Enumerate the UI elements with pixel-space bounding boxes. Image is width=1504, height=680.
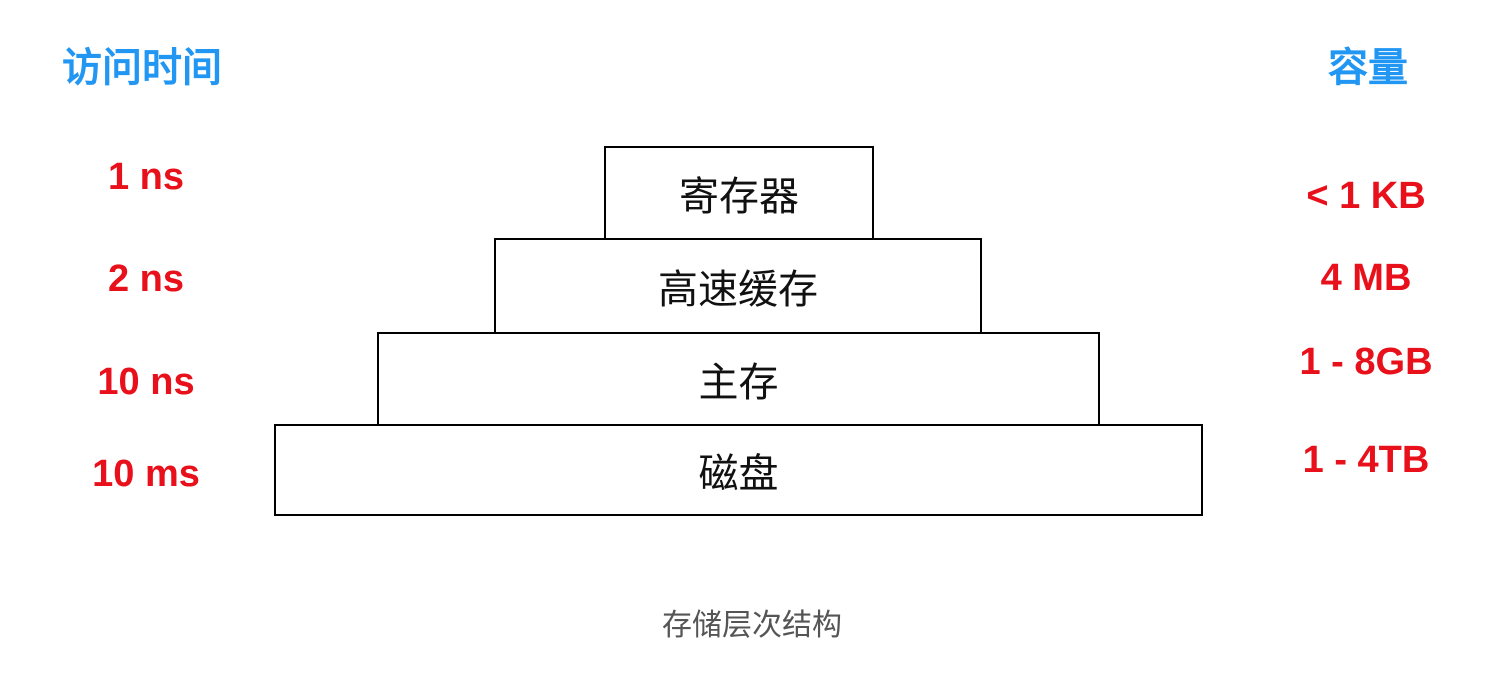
capacity-register: < 1 KB xyxy=(1306,175,1426,217)
pyramid-level-register: 寄存器 xyxy=(604,146,874,240)
level-label-main-memory: 主存 xyxy=(698,360,779,406)
access-time-main-memory: 10 ns xyxy=(97,361,195,403)
pyramid-level-disk: 磁盘 xyxy=(274,424,1203,516)
level-label-cache: 高速缓存 xyxy=(658,267,818,313)
level-label-register: 寄存器 xyxy=(679,174,799,220)
access-time-cache: 2 ns xyxy=(107,258,185,300)
level-label-disk: 磁盘 xyxy=(698,451,779,497)
pyramid-level-cache: 高速缓存 xyxy=(494,238,982,334)
access-time-disk: 10 ms xyxy=(92,453,200,495)
figure-caption: 存储层次结构 xyxy=(662,608,842,643)
capacity-disk: 1 - 4TB xyxy=(1302,439,1430,481)
capacity-cache: 4 MB xyxy=(1320,257,1412,299)
access-time-register: 1 ns xyxy=(107,156,185,198)
access-time-header: 访问时间 xyxy=(62,45,222,91)
capacity-header: 容量 xyxy=(1328,45,1408,91)
pyramid-level-main-memory: 主存 xyxy=(377,332,1100,426)
capacity-main-memory: 1 - 8GB xyxy=(1299,341,1433,383)
